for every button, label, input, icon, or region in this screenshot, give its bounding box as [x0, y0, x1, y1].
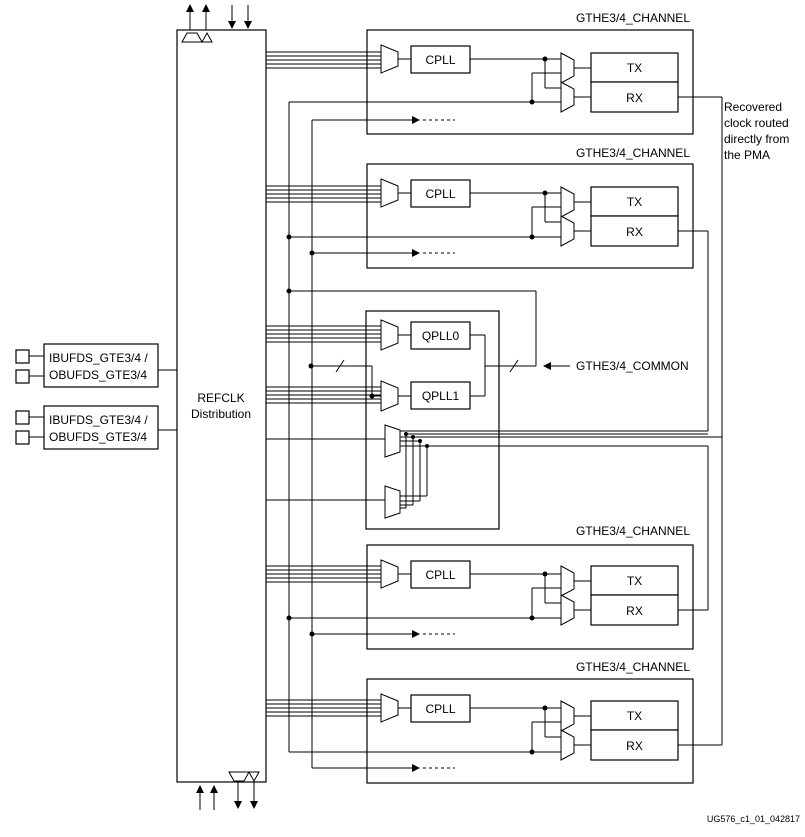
rx-label: RX — [626, 225, 643, 239]
bottom-buffer-icon — [228, 770, 260, 783]
clock-mux-icon — [384, 424, 401, 458]
ibufds-label-2a: IBUFDS_GTE3/4 / — [49, 413, 148, 427]
top-pins — [181, 4, 252, 44]
tx-mux-icon — [560, 565, 575, 597]
mux-icon — [380, 693, 399, 723]
tx-label: TX — [627, 574, 642, 588]
note-line-3: directly from — [724, 132, 789, 146]
ibufds-label-1b: OBUFDS_GTE3/4 — [49, 368, 147, 382]
rx-label: RX — [626, 604, 643, 618]
common-block: QPLL0 QPLL1 GTHE3/4_COMMON — [266, 288, 722, 530]
rx-mux-icon — [560, 594, 575, 626]
clock-mux-icon — [384, 485, 401, 519]
qpll0-label: QPLL0 — [422, 329, 460, 343]
rx-label: RX — [626, 739, 643, 753]
pad-icon — [15, 349, 30, 364]
rx-label: RX — [626, 91, 643, 105]
cpll-label: CPLL — [425, 187, 455, 201]
pad-icon — [15, 410, 30, 425]
pad-icon — [15, 369, 30, 384]
ibufds-block-1: IBUFDS_GTE3/4 / OBUFDS_GTE3/4 — [15, 343, 177, 388]
refclk-label: REFCLK — [197, 391, 244, 405]
tx-box — [590, 186, 679, 217]
tx-label: TX — [627, 61, 642, 75]
ibufds-block-2: IBUFDS_GTE3/4 / OBUFDS_GTE3/4 — [15, 405, 177, 450]
note-line-1: Recovered — [724, 100, 782, 114]
rx-box — [590, 594, 679, 626]
rx-box — [590, 729, 679, 761]
rx-box — [590, 81, 679, 113]
note-line-2: clock routed — [724, 116, 789, 130]
tx-mux-icon — [560, 700, 575, 732]
channel-label: GTHE3/4_CHANNEL — [576, 146, 690, 160]
channel-label: GTHE3/4_CHANNEL — [576, 524, 690, 538]
rx-mux-icon — [560, 729, 575, 761]
refclk-distribution-block: REFCLK Distribution — [176, 29, 267, 783]
top-buffer-icon — [181, 31, 213, 44]
channel-block-4: GTHE3/4_CHANNEL CPLL TX RX — [266, 660, 694, 784]
cpll-box — [410, 694, 471, 723]
tx-box — [590, 565, 679, 596]
clock-routing — [286, 96, 723, 768]
rx-box — [590, 215, 679, 247]
figure-id: UG576_c1_01_042817 — [707, 814, 800, 824]
pad-icon — [15, 430, 30, 445]
ibufds-label-2b: OBUFDS_GTE3/4 — [49, 430, 147, 444]
cpll-label: CPLL — [425, 568, 455, 582]
cpll-label: CPLL — [425, 53, 455, 67]
mux-icon — [380, 559, 399, 589]
channel-label: GTHE3/4_CHANNEL — [576, 660, 690, 674]
ibufds-label-1a: IBUFDS_GTE3/4 / — [49, 351, 148, 365]
note-line-4: the PMA — [724, 148, 770, 162]
tx-box — [590, 52, 679, 83]
tx-label: TX — [627, 195, 642, 209]
channel-block-3: GTHE3/4_CHANNEL CPLL TX RX — [266, 524, 694, 650]
cpll-label: CPLL — [425, 702, 455, 716]
channel-block-1: GTHE3/4_CHANNEL CPLL TX RX — [266, 11, 694, 135]
channel-label: GTHE3/4_CHANNEL — [576, 11, 690, 25]
mux-icon — [380, 380, 399, 412]
bottom-pins — [196, 770, 260, 810]
common-label: GTHE3/4_COMMON — [576, 359, 689, 373]
qpll1-label: QPLL1 — [422, 389, 460, 403]
channel-block-2: GTHE3/4_CHANNEL CPLL TX RX — [266, 146, 694, 269]
mux-icon — [380, 319, 399, 351]
recovered-clock-note: Recovered clock routed directly from the… — [724, 100, 789, 162]
qpll1-box — [410, 381, 471, 410]
tx-label: TX — [627, 709, 642, 723]
rx-mux-icon — [560, 215, 575, 247]
distribution-label: Distribution — [191, 407, 251, 421]
